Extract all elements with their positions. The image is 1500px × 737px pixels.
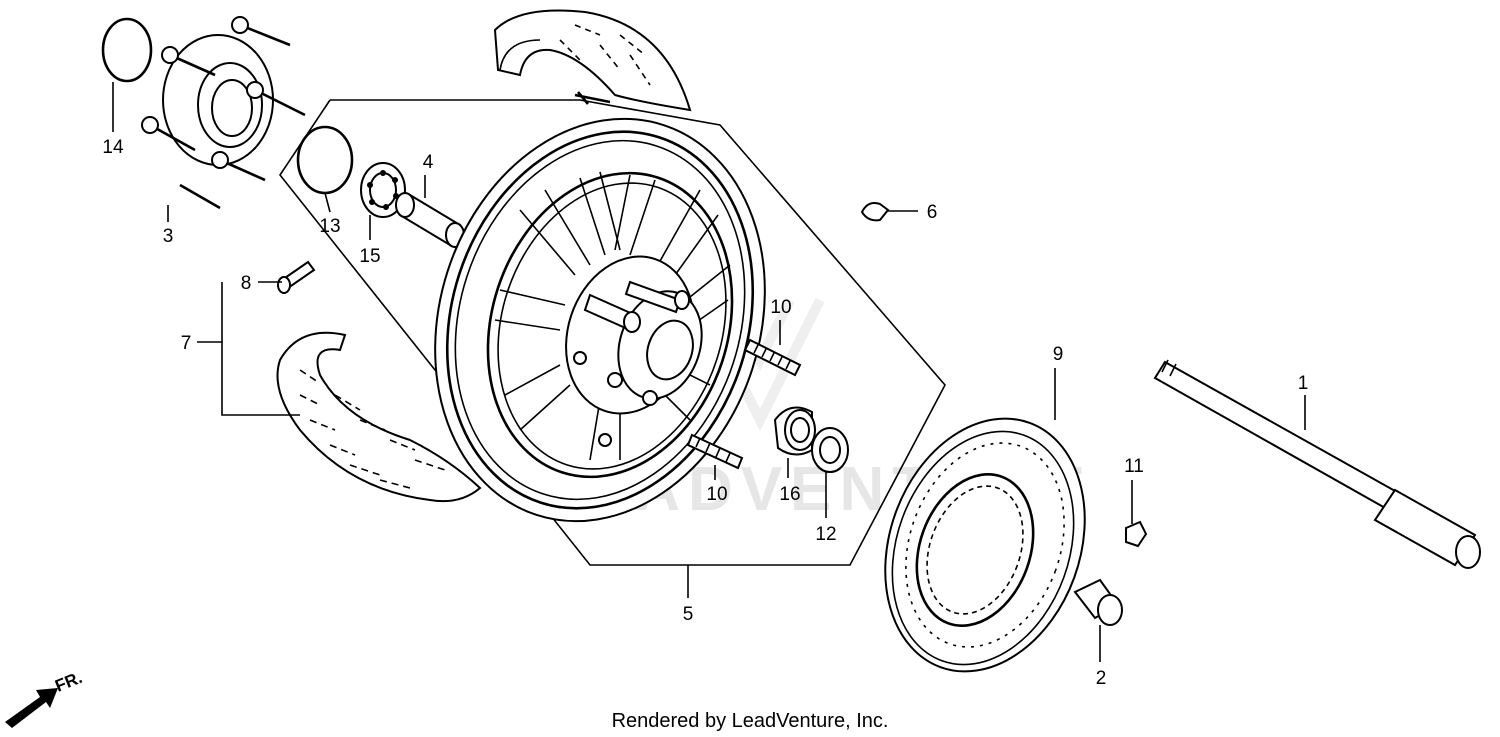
callout-12: 12 [815, 524, 836, 545]
footer-credit: Rendered by LeadVenture, Inc. [612, 710, 889, 732]
bearing-16 [773, 406, 816, 456]
tire-valve-8 [277, 260, 316, 294]
bearing-15 [360, 162, 406, 218]
callout-10-upper: 10 [770, 297, 791, 318]
front-direction-arrow-icon [5, 688, 58, 728]
callout-3: 3 [163, 226, 174, 247]
callout-11: 11 [1124, 456, 1144, 477]
callout-13: 13 [319, 216, 340, 237]
stud-bolt-10-lower [686, 433, 744, 470]
callout-16: 16 [779, 484, 800, 505]
front-direction-label: FR. [52, 668, 85, 696]
o-ring-13 [296, 125, 354, 195]
stud-bolt-10-upper [743, 338, 802, 377]
callout-6: 6 [927, 202, 938, 223]
nut-11 [1125, 520, 1148, 548]
balance-weight-6 [860, 202, 890, 222]
brake-disc-9 [884, 417, 1086, 673]
callout-8: 8 [241, 273, 252, 294]
cast-wheel [434, 117, 766, 523]
final-driven-flange [141, 16, 306, 210]
callout-7: 7 [181, 333, 192, 354]
tire-upper-half [493, 9, 692, 112]
leader-lines [112, 82, 1306, 662]
tire-lower-half [276, 331, 482, 503]
o-ring-14 [101, 17, 153, 83]
callout-1: 1 [1298, 373, 1309, 394]
wheel-assembly-outline [279, 99, 946, 566]
dust-seal-12 [811, 427, 849, 473]
callout-9: 9 [1053, 344, 1064, 365]
callout-5: 5 [683, 604, 694, 625]
callout-2: 2 [1096, 668, 1107, 689]
callout-15: 15 [359, 246, 380, 267]
front-axle-1 [1153, 359, 1481, 569]
callout-10-lower: 10 [706, 484, 727, 505]
distance-collar-4 [395, 192, 465, 248]
callout-4: 4 [423, 152, 434, 173]
callout-14: 14 [102, 137, 124, 158]
axle-bolt-2 [1073, 578, 1123, 626]
